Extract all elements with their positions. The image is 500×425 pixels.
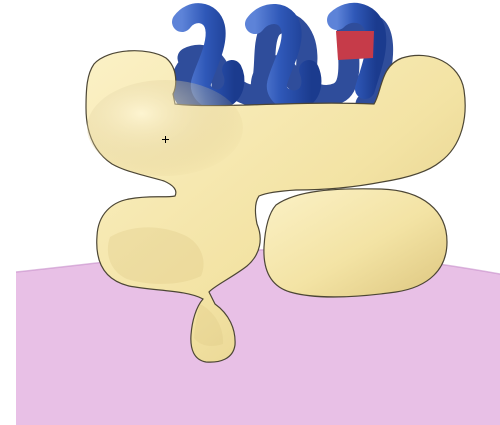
protein-right-lobe	[264, 189, 447, 297]
helix-highlight-segment	[336, 31, 374, 60]
protein-light-shading	[87, 80, 243, 176]
